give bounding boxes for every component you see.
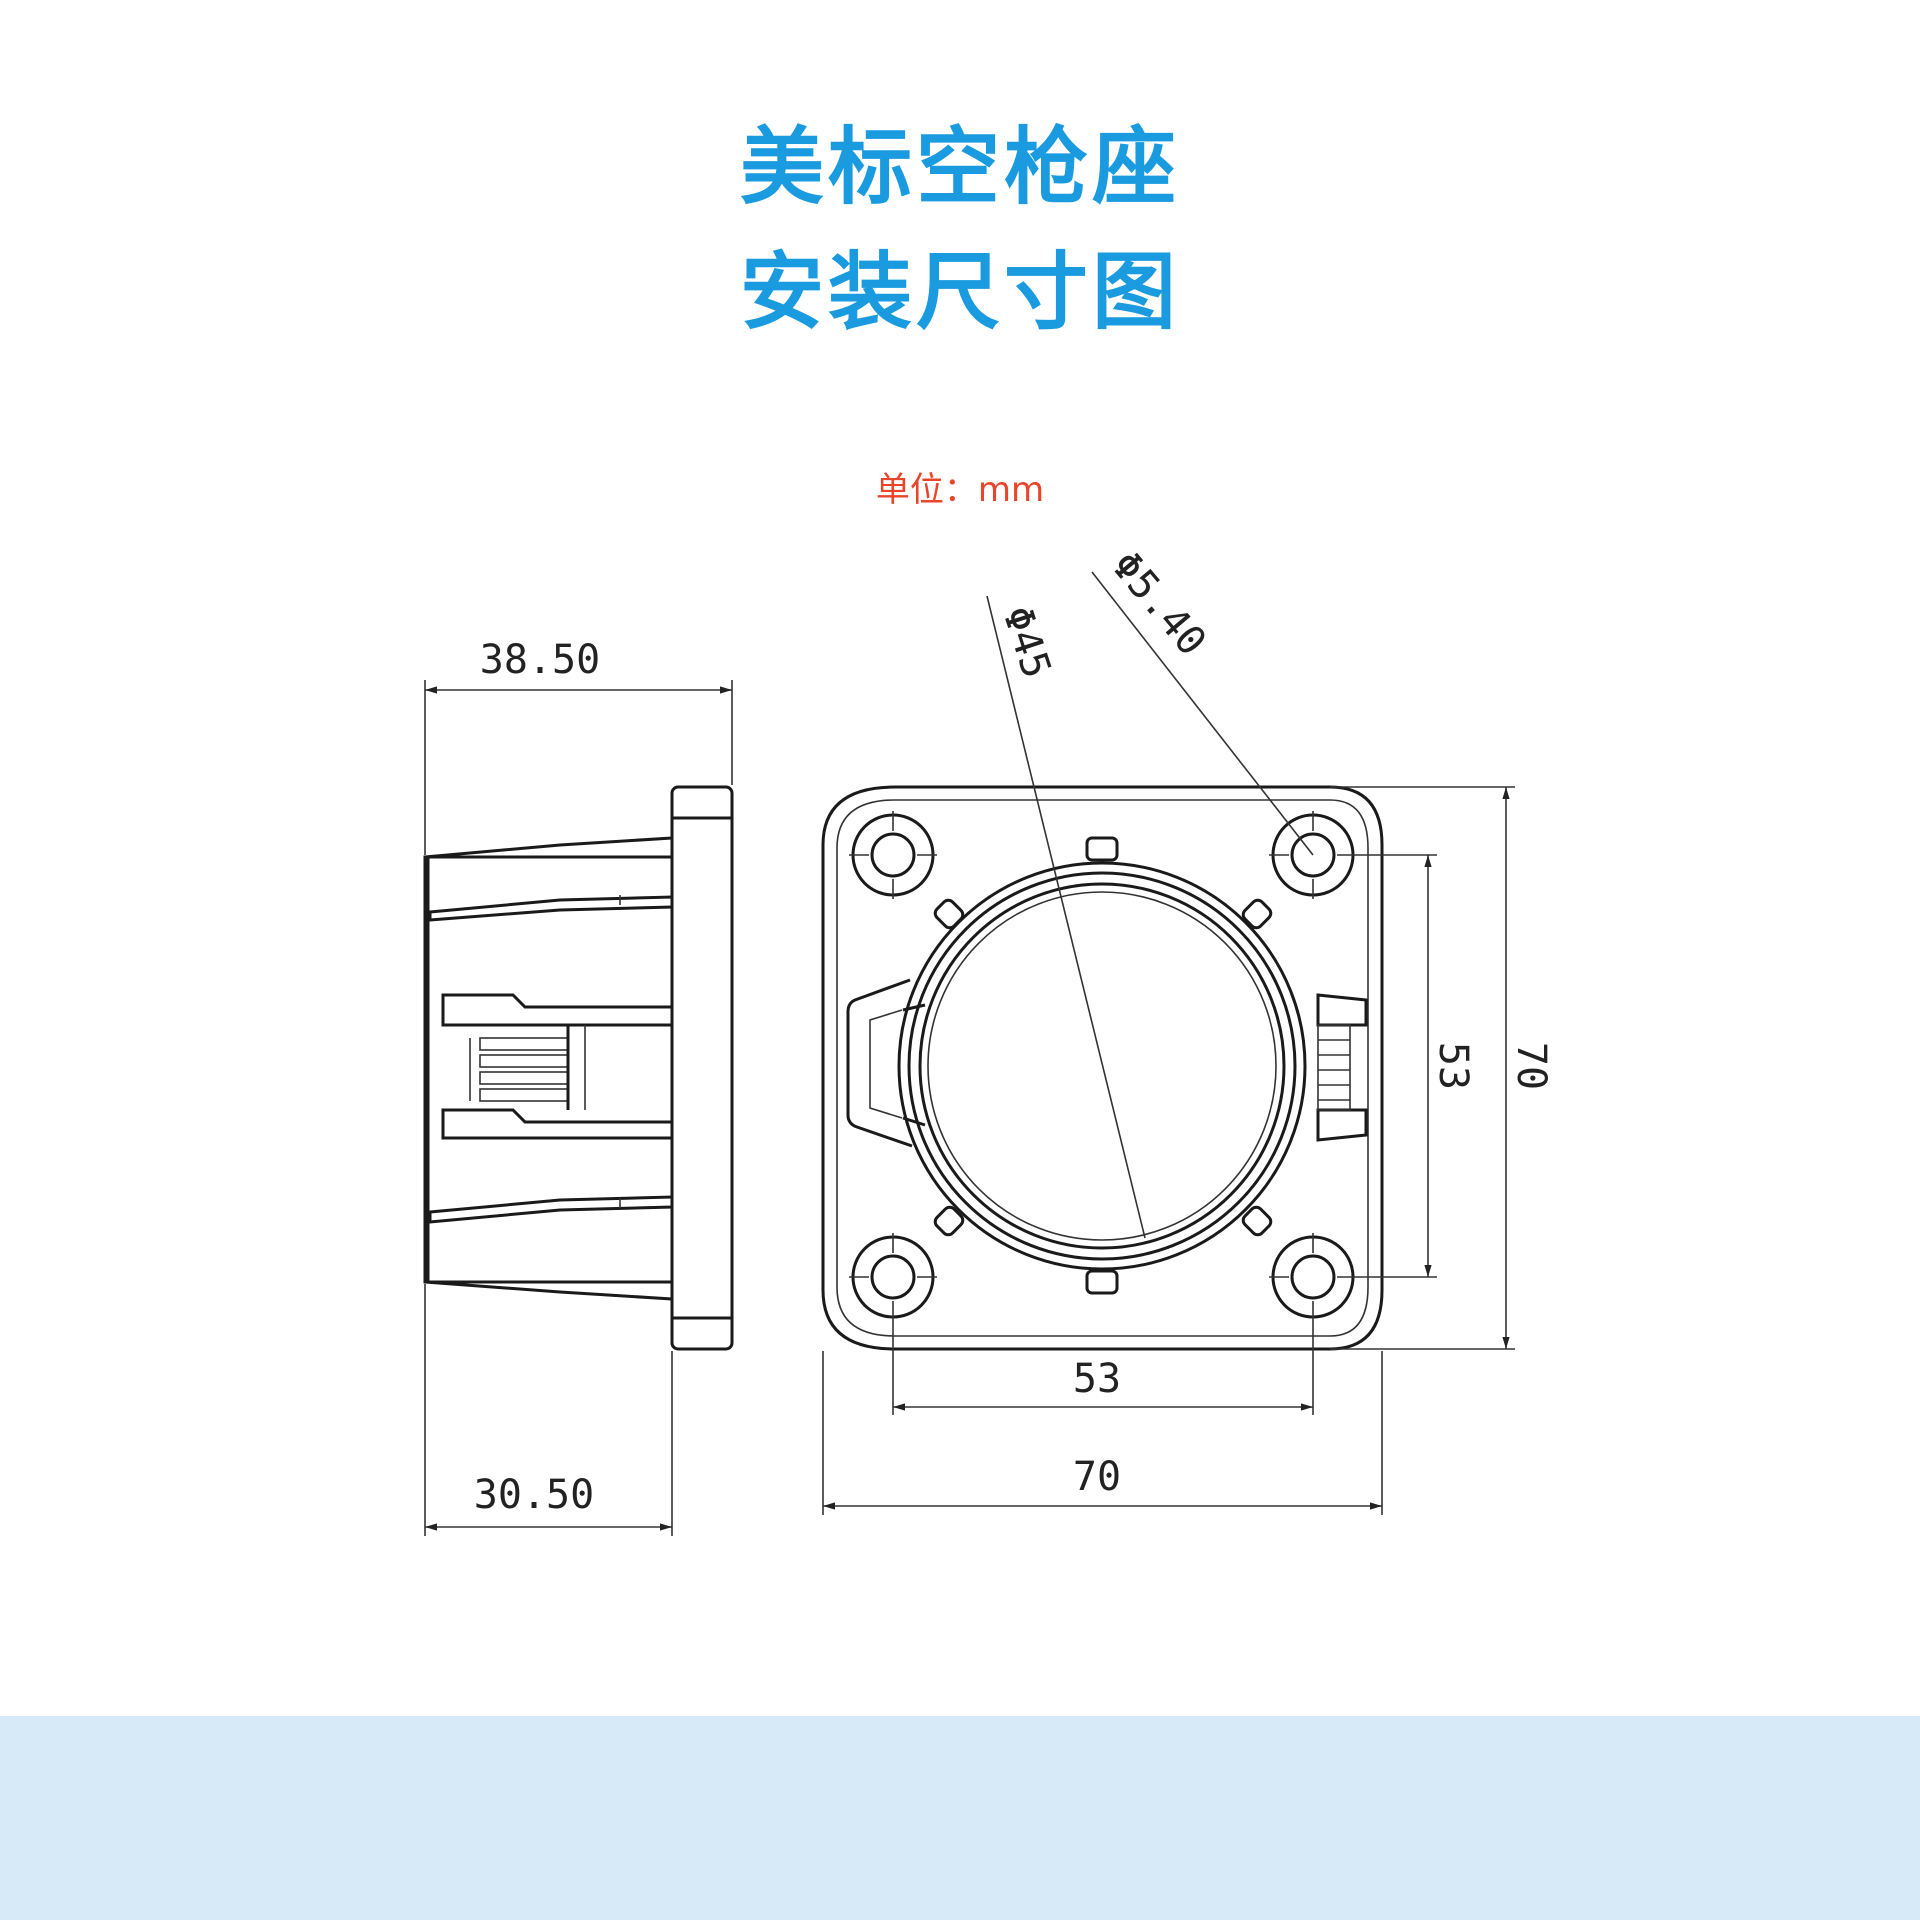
dim-label-53-h: 53	[1073, 1356, 1121, 1402]
dim-label-70-v: 70	[1508, 1042, 1554, 1090]
dim-label-30-50: 30.50	[474, 1472, 594, 1518]
lug-top-right	[1241, 898, 1273, 930]
title-line-1: 美标空枪座	[739, 118, 1180, 216]
ring-inner	[918, 882, 1286, 1250]
dim-label-phi45: Φ45	[993, 601, 1059, 684]
comb-tooth-1	[479, 1037, 569, 1051]
dim-label-53-v: 53	[1430, 1042, 1476, 1090]
latch-tab-inner	[869, 1009, 903, 1119]
side-rib-top-1	[428, 895, 674, 922]
lug-top	[1085, 836, 1119, 862]
ring-bore	[927, 891, 1277, 1241]
side-body	[423, 855, 674, 1284]
side-rib-bottom-1	[428, 1195, 674, 1224]
side-view	[423, 680, 734, 1536]
mount-hole-bottom-left	[849, 1233, 937, 1321]
side-latch-lower	[441, 1108, 674, 1140]
leader-phi45	[986, 595, 1146, 1239]
lug-bottom-right	[1241, 1205, 1273, 1237]
front-plate-inner	[836, 799, 1369, 1337]
ring-middle	[907, 871, 1297, 1261]
dim-label-38-50: 38.50	[480, 637, 600, 683]
comb-tooth-3	[479, 1071, 569, 1085]
side-flange	[670, 785, 734, 1351]
side-comb	[469, 1025, 586, 1110]
latch-tab-join-top	[902, 1003, 926, 1012]
comb-tooth-2	[479, 1054, 569, 1068]
title-line-2: 安装尺寸图	[739, 243, 1180, 341]
dim-label-70-h: 70	[1073, 1454, 1121, 1500]
leader-phi5-40	[1091, 571, 1314, 856]
front-plate-outer	[821, 785, 1384, 1351]
comb-tooth-4	[479, 1088, 569, 1102]
mount-hole-bottom-right	[1269, 1233, 1357, 1321]
side-rib-top-outer	[424, 836, 673, 859]
footer-band	[0, 1716, 1920, 1920]
latch-tab-join-bottom	[902, 1116, 926, 1127]
dim-label-phi5-40: Φ5.40	[1102, 543, 1215, 665]
mount-hole-top-right	[1269, 811, 1357, 899]
side-rib-bottom-outer	[424, 1280, 673, 1301]
right-clips	[1316, 993, 1368, 1142]
front-view	[821, 571, 1515, 1515]
side-latch-upper	[441, 993, 674, 1027]
unit-label: 单位：mm	[875, 470, 1045, 510]
latch-tab-outer	[846, 978, 913, 1148]
lug-bottom	[1085, 1269, 1119, 1295]
mount-hole-top-left	[849, 811, 937, 899]
lug-bottom-left	[933, 1205, 965, 1237]
